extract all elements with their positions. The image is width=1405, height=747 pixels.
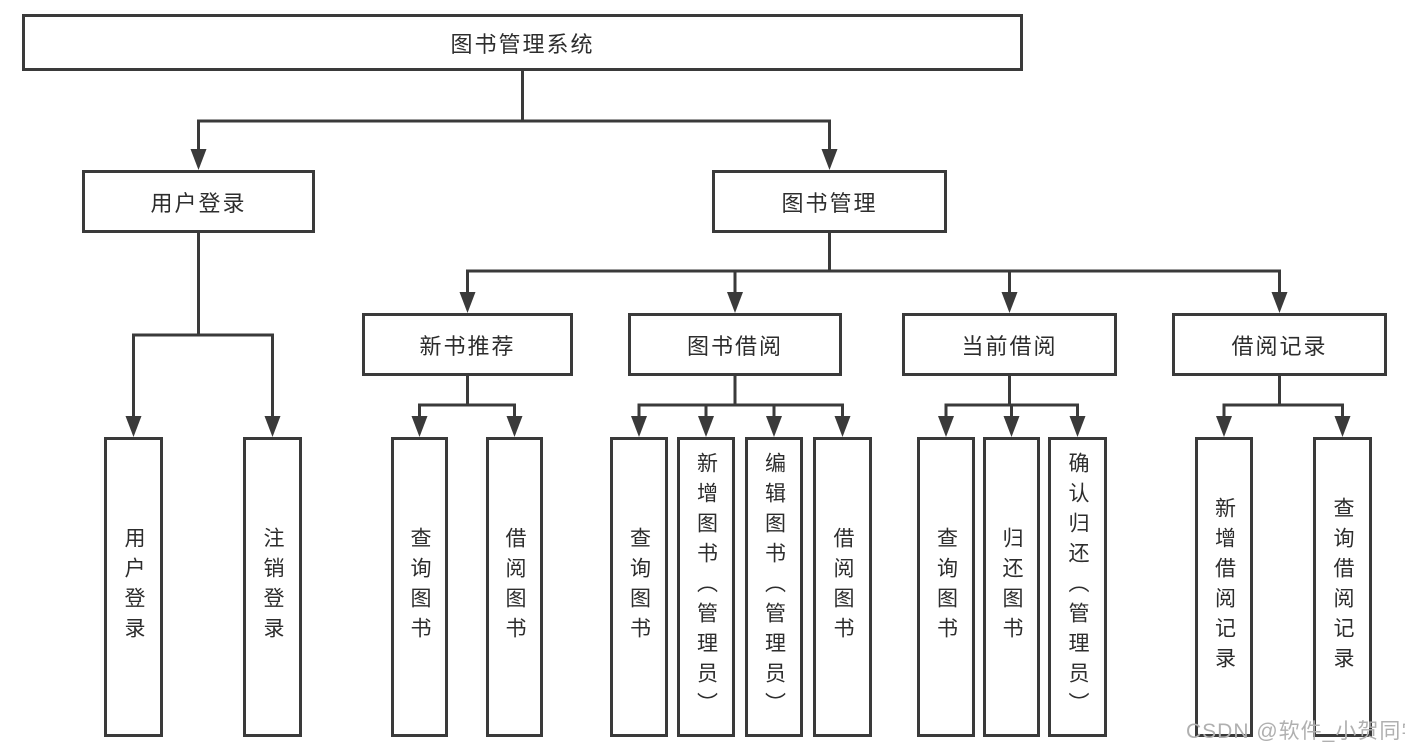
leaf-borrowing-edit-books: 编辑图书（管理员）	[745, 437, 803, 737]
leaf-current-confirm-return: 确认归还（管理员）	[1048, 437, 1107, 737]
watermark-text: CSDN @软件_小贺同学	[1186, 720, 1405, 743]
leaf-borrowing-query-books: 查询图书	[610, 437, 668, 737]
node-system-root: 图书管理系统	[22, 14, 1023, 71]
node-borrowing-records: 借阅记录	[1172, 313, 1387, 376]
node-label: 查询图书	[627, 527, 651, 647]
leaf-recommend-borrow-books: 借阅图书	[486, 437, 543, 737]
leaf-borrowing-borrow-books: 借阅图书	[813, 437, 872, 737]
node-label: 借阅图书	[503, 527, 526, 647]
node-label: 新增借阅记录	[1212, 497, 1236, 677]
node-book-management: 图书管理	[712, 170, 947, 233]
node-label: 借阅图书	[831, 527, 854, 647]
node-label: 查询图书	[934, 527, 958, 647]
node-book-borrowing: 图书借阅	[628, 313, 842, 376]
node-label: 归还图书	[1000, 527, 1023, 647]
node-label: 确认归还（管理员）	[1066, 452, 1089, 722]
leaf-records-query-record: 查询借阅记录	[1313, 437, 1372, 737]
leaf-borrowing-add-books: 新增图书（管理员）	[677, 437, 735, 737]
node-label: 查询借阅记录	[1331, 497, 1354, 677]
node-label: 借阅记录	[1231, 333, 1328, 359]
node-label: 新书推荐	[419, 333, 516, 359]
leaf-logout: 注销登录	[243, 437, 302, 737]
leaf-records-add-record: 新增借阅记录	[1195, 437, 1253, 737]
node-label: 注销登录	[261, 527, 284, 647]
leaf-current-return-books: 归还图书	[983, 437, 1040, 737]
node-label: 新增图书（管理员）	[694, 452, 718, 722]
node-label: 编辑图书（管理员）	[762, 452, 786, 722]
node-label: 图书借阅	[686, 333, 783, 359]
leaf-current-query-books: 查询图书	[917, 437, 975, 737]
node-label: 查询图书	[408, 527, 431, 647]
leaf-user-login: 用户登录	[104, 437, 163, 737]
node-label: 当前借阅	[961, 333, 1058, 359]
node-user-login: 用户登录	[82, 170, 315, 233]
node-label: 图书管理	[781, 190, 878, 216]
node-label: 用户登录	[150, 190, 247, 216]
leaf-recommend-query-books: 查询图书	[391, 437, 448, 737]
node-current-borrowing: 当前借阅	[902, 313, 1117, 376]
node-label: 图书管理系统	[450, 31, 595, 57]
node-new-book-recommendation: 新书推荐	[362, 313, 573, 376]
node-label: 用户登录	[122, 527, 145, 647]
